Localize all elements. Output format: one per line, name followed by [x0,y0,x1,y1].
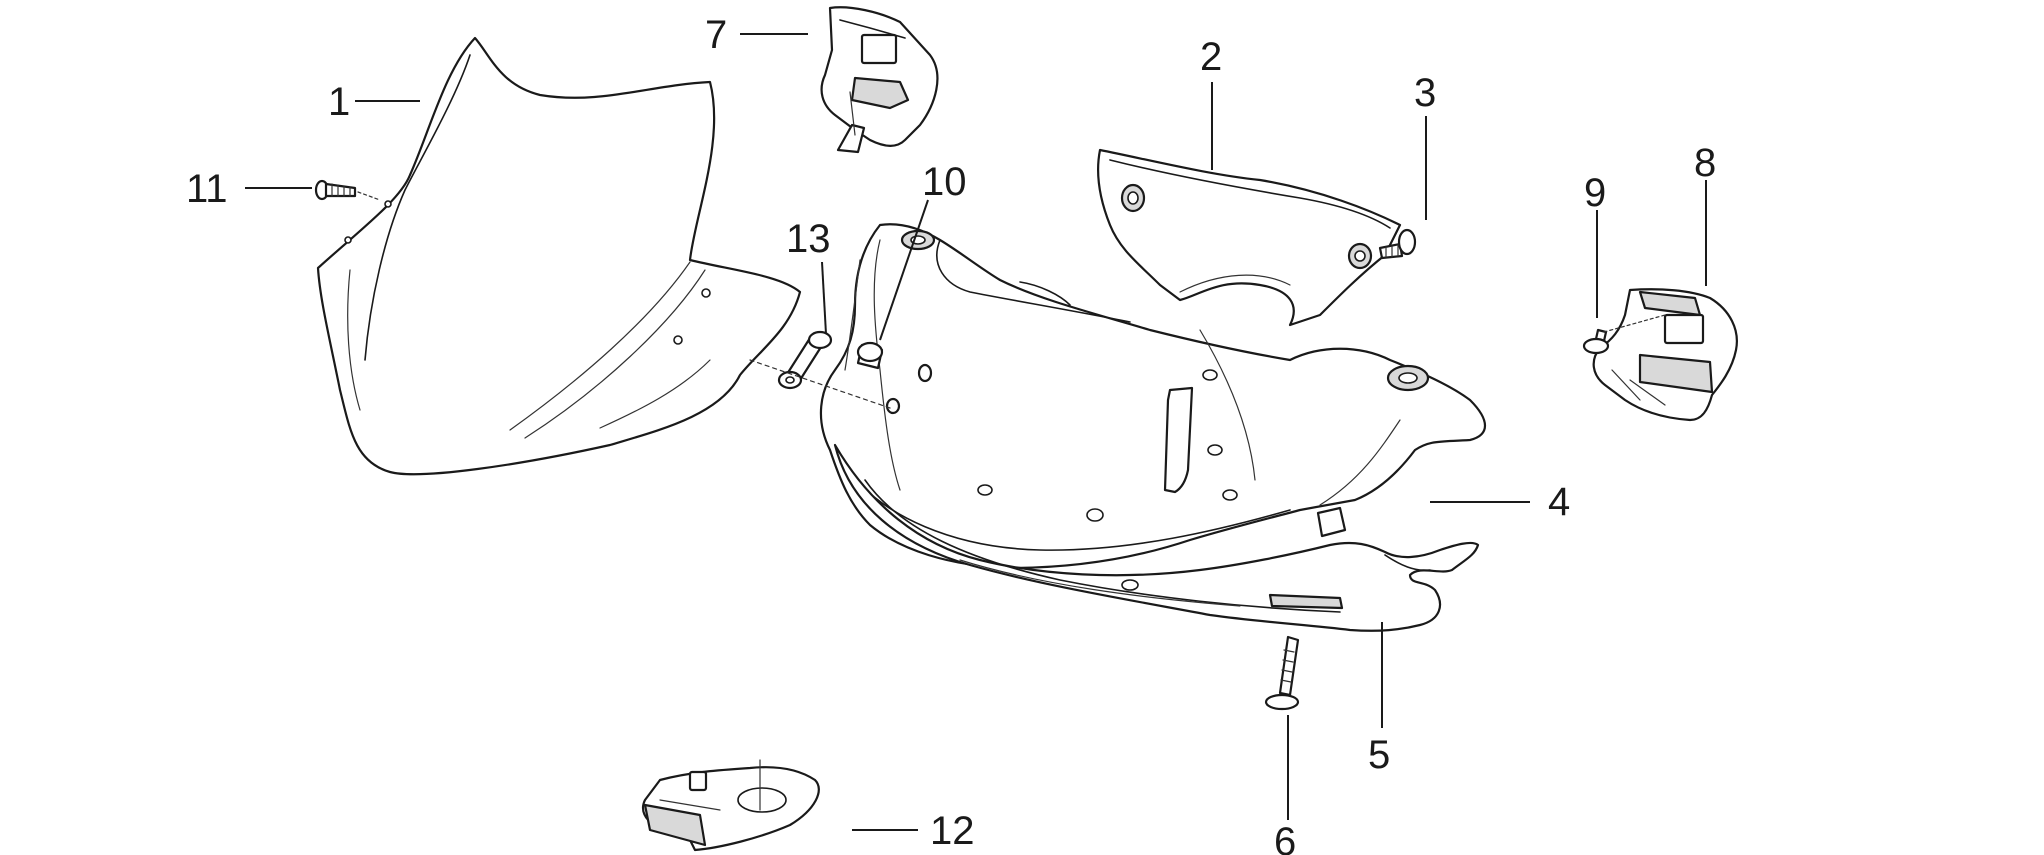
part-6-screw [1264,635,1300,711]
callout-7: 7 [705,13,727,57]
callout-11: 11 [186,167,228,211]
part-11-screw [314,179,381,201]
callout-1: 1 [328,80,350,124]
callout-4: 4 [1548,480,1570,524]
leader-10 [879,199,929,341]
callout-labels: 1 2 3 4 5 6 7 8 9 10 11 12 13 [186,13,1716,855]
leader-13 [821,261,827,335]
part-3-screw [1378,228,1417,260]
callout-5: 5 [1368,733,1390,777]
callout-12: 12 [930,809,975,853]
callout-8: 8 [1694,141,1716,185]
part-12-plate [641,759,820,852]
part-2-cover [1096,148,1402,327]
part-13-pin [777,330,833,390]
callout-13: 13 [786,217,831,261]
callout-3: 3 [1414,71,1436,115]
callout-2: 2 [1200,35,1222,79]
part-7-bracket [820,6,939,154]
part-9-screw [1582,314,1666,355]
part-1-windshield [316,36,802,476]
part-10-bushing [749,341,933,415]
part-8-mount [1592,288,1738,422]
callout-9: 9 [1584,171,1606,215]
part-4-handlebar-cover [819,223,1487,570]
part-5-lower-cover [833,443,1480,632]
leader-lines [245,33,1707,831]
callout-10: 10 [922,160,967,204]
callout-6: 6 [1274,820,1296,855]
